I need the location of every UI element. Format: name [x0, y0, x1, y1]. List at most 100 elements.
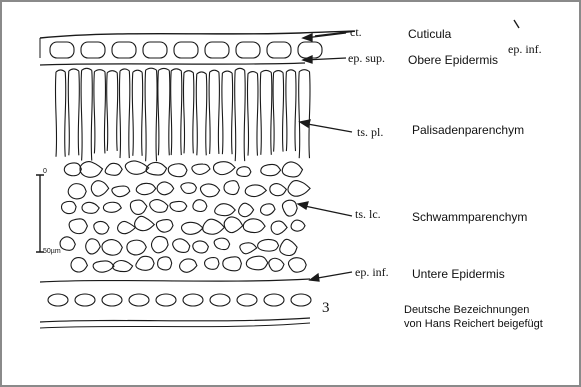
spongy-cell	[93, 261, 114, 272]
spongy-cell	[214, 238, 230, 249]
label-schwammparenchym: Schwammparenchym	[412, 210, 527, 224]
lower-epidermis-cell	[156, 294, 176, 306]
spongy-cell	[157, 182, 174, 195]
spongy-cell	[156, 220, 173, 233]
spongy-cell	[135, 216, 155, 230]
upper-epidermis-cell	[50, 42, 74, 58]
upper-epidermis-cell	[112, 42, 136, 58]
arrow-ep-sup-head	[303, 56, 312, 63]
spongy-cell	[86, 239, 101, 254]
spongy-cell	[245, 185, 266, 197]
lower-epidermis-cell	[237, 294, 257, 306]
lower-epidermis-top-line	[40, 279, 310, 282]
palisade-cell	[55, 70, 65, 157]
spongy-cell	[288, 181, 310, 197]
upper-epidermis-cells	[50, 42, 322, 58]
spongy-cell	[173, 239, 190, 253]
palisade-cell	[145, 68, 157, 161]
palisade-cell	[183, 71, 193, 154]
label-obere-epidermis: Obere Epidermis	[408, 53, 498, 67]
spongy-cell	[102, 240, 122, 256]
spongy-cell	[261, 164, 281, 175]
palisade-cell	[158, 68, 170, 155]
arrow-ts-lc	[300, 205, 352, 216]
spongy-cell	[181, 222, 202, 234]
upper-epidermis-cell	[267, 42, 291, 58]
spongy-cell	[205, 258, 219, 270]
spongy-cell	[239, 203, 254, 216]
spongy-cell	[150, 200, 168, 213]
spongy-cell	[215, 204, 236, 216]
arrow-ep-inf-head	[310, 274, 319, 281]
spongy-cell	[288, 258, 306, 273]
palisade-cell	[132, 70, 143, 156]
spongy-cell	[270, 184, 287, 196]
spongy-cell	[271, 221, 287, 234]
arrow-ct-head	[303, 34, 312, 41]
note-line-2: von Hans Reichert beigefügt	[404, 318, 543, 330]
palisade-cell	[209, 70, 219, 154]
spongy-cell	[258, 239, 279, 251]
label-ep-sup: ep. sup.	[348, 51, 385, 66]
spongy-cell	[94, 221, 109, 234]
spongy-cell	[192, 164, 210, 174]
palisade-cell	[286, 70, 296, 151]
spongy-cell	[237, 167, 251, 177]
spongy-cell	[136, 256, 154, 270]
label-ts-lc: ts. lc.	[355, 207, 381, 222]
spongy-cell	[170, 201, 187, 211]
spongy-cell	[224, 217, 243, 233]
lower-epidermis-cell	[129, 294, 149, 306]
spongy-cell	[64, 163, 81, 176]
spongy-cell	[280, 239, 297, 255]
scale-bar-bottom-label: 50µm	[43, 248, 61, 255]
palisade-cell	[273, 71, 284, 152]
spongy-cell	[224, 181, 239, 195]
spongy-parenchyma-cells	[60, 161, 310, 272]
spongy-cell	[223, 257, 242, 271]
spongy-cell	[240, 243, 257, 254]
upper-epidermis-bottom-line	[40, 63, 305, 65]
spongy-cell	[60, 237, 75, 251]
lower-epidermis-cell	[102, 294, 122, 306]
lower-epidermis-bottom-line	[40, 318, 310, 322]
spongy-cell	[61, 201, 76, 213]
spongy-cell	[193, 200, 207, 212]
backslash-mark	[514, 20, 519, 28]
lower-epidermis-cells	[48, 294, 311, 306]
palisade-cell	[171, 69, 182, 155]
palisade-cell	[247, 72, 258, 156]
upper-epidermis-cell	[236, 42, 260, 58]
upper-epidermis-cell	[143, 42, 167, 58]
spongy-cell	[269, 258, 284, 271]
note-line-1: Deutsche Bezeichnungen	[404, 304, 529, 316]
lower-epidermis-cell	[291, 294, 311, 306]
spongy-cell	[71, 258, 87, 272]
label-untere-epidermis: Untere Epidermis	[412, 267, 505, 281]
palisade-cell	[94, 70, 106, 154]
upper-epidermis-cell	[81, 42, 105, 58]
scale-bar	[36, 175, 44, 252]
spongy-cell	[246, 256, 267, 270]
spongy-cell	[282, 162, 302, 177]
label-palisadenparenchym: Palisadenparenchym	[412, 123, 524, 137]
spongy-cell	[291, 220, 305, 231]
spongy-cell	[127, 240, 146, 255]
lower-epidermis-cell	[48, 294, 68, 306]
spongy-cell	[125, 161, 148, 174]
palisade-cell	[222, 71, 233, 154]
spongy-cell	[261, 204, 275, 215]
label-ep-inf: ep. inf.	[355, 265, 389, 280]
spongy-cell	[103, 202, 121, 212]
spongy-cell	[200, 184, 219, 197]
spongy-cell	[113, 261, 133, 272]
arrow-ts-lc-head	[298, 202, 308, 209]
spongy-cell	[69, 219, 87, 234]
spongy-cell	[68, 184, 86, 199]
label-ct: ct.	[350, 25, 362, 40]
spongy-cell	[243, 219, 265, 233]
palisade-cells	[55, 68, 310, 161]
upper-epidermis-cell	[174, 42, 198, 58]
palisade-cell	[260, 70, 272, 154]
palisade-cell	[68, 69, 79, 155]
